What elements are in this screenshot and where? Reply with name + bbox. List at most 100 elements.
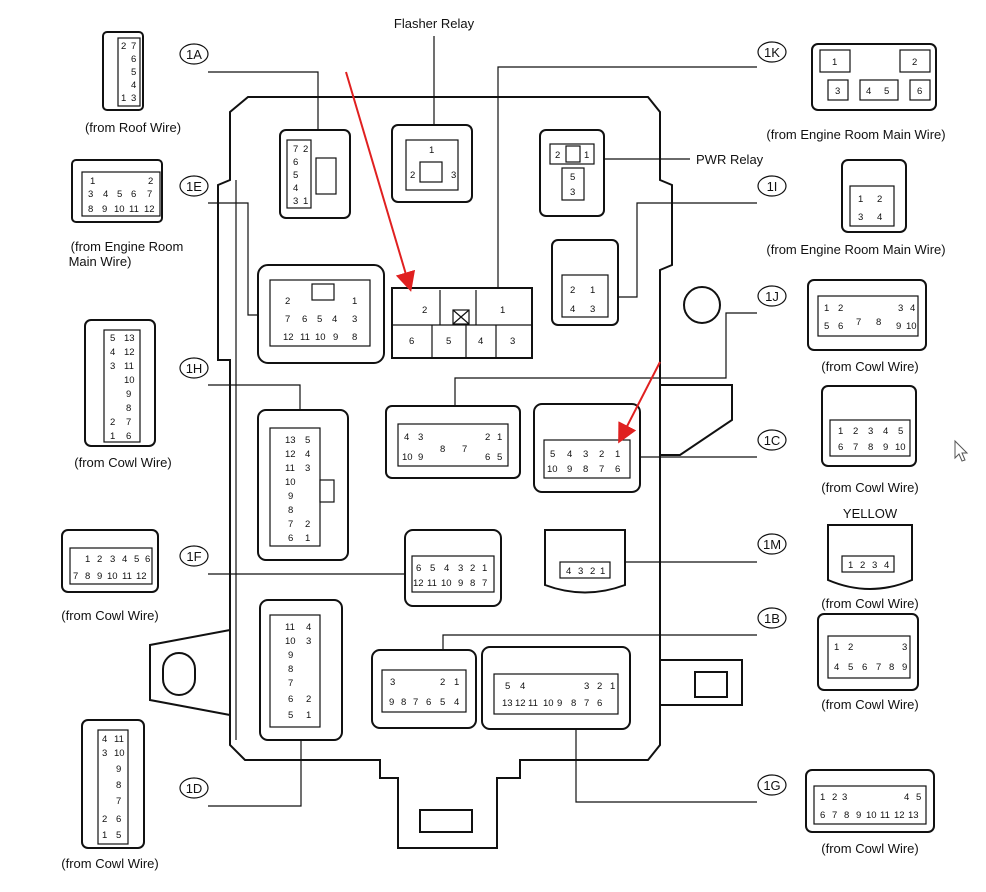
connector-1i-id: 1I	[757, 175, 787, 197]
red-arrows	[345, 71, 661, 444]
svg-text:4: 4	[102, 734, 107, 745]
svg-text:6: 6	[302, 314, 307, 325]
mouse-cursor-icon	[954, 439, 969, 462]
connector-1c-id: 1C	[757, 429, 787, 451]
connector-1c-source: (from Cowl Wire)	[821, 480, 919, 495]
svg-text:8: 8	[116, 780, 121, 791]
connector-1j-source: (from Cowl Wire)	[821, 359, 919, 374]
svg-text:6: 6	[293, 157, 298, 168]
svg-text:4: 4	[883, 426, 888, 437]
svg-text:2: 2	[570, 285, 575, 296]
svg-text:8: 8	[85, 571, 90, 582]
connector-1c-id-text: 1C	[764, 433, 781, 448]
svg-text:2: 2	[148, 176, 153, 187]
svg-text:5: 5	[293, 170, 298, 181]
svg-text:8: 8	[868, 442, 873, 453]
svg-text:6: 6	[416, 563, 421, 574]
svg-text:5: 5	[884, 86, 889, 97]
svg-text:1: 1	[306, 710, 311, 721]
svg-text:1: 1	[600, 566, 605, 577]
svg-text:2: 2	[97, 554, 102, 565]
svg-text:3: 3	[451, 170, 456, 181]
connector-1i-source: (from Engine Room Main Wire)	[766, 242, 945, 257]
connector-1g-id: 1G	[757, 774, 787, 796]
svg-text:11: 11	[285, 463, 295, 474]
svg-text:4: 4	[884, 560, 889, 571]
svg-text:2: 2	[121, 41, 126, 52]
svg-text:11: 11	[114, 734, 124, 745]
svg-text:11: 11	[528, 698, 538, 709]
svg-text:7: 7	[599, 464, 604, 475]
svg-text:7: 7	[73, 571, 78, 582]
connector-1m-id-text: 1M	[763, 537, 781, 552]
svg-text:7: 7	[876, 662, 881, 673]
connector-1f-source: (from Cowl Wire)	[61, 608, 159, 623]
svg-text:9: 9	[896, 321, 901, 332]
svg-text:7: 7	[147, 189, 152, 200]
junction-block-housing	[149, 96, 743, 849]
svg-text:6: 6	[131, 189, 136, 200]
svg-text:4: 4	[404, 432, 409, 443]
svg-text:5: 5	[110, 333, 115, 344]
svg-text:1: 1	[85, 554, 90, 565]
svg-text:5: 5	[305, 435, 310, 446]
svg-text:2: 2	[838, 303, 843, 314]
svg-text:5: 5	[505, 681, 510, 692]
svg-text:4: 4	[444, 563, 449, 574]
svg-text:11: 11	[427, 578, 437, 589]
svg-text:3: 3	[131, 93, 136, 104]
svg-text:4: 4	[103, 189, 108, 200]
yellow-label: YELLOW	[843, 506, 898, 521]
svg-text:1: 1	[615, 449, 620, 460]
flasher-relay-label: Flasher Relay	[394, 16, 475, 31]
svg-text:8: 8	[352, 332, 357, 343]
connector-1j-id: 1J	[757, 285, 787, 307]
svg-text:3: 3	[390, 677, 395, 688]
svg-text:1: 1	[824, 303, 829, 314]
svg-text:1: 1	[858, 194, 863, 205]
svg-text:8: 8	[401, 697, 406, 708]
connector-1h-source: (from Cowl Wire)	[74, 455, 172, 470]
svg-text:6: 6	[145, 554, 150, 565]
svg-text:3: 3	[352, 314, 357, 325]
svg-text:10: 10	[285, 477, 296, 488]
connector-1k-source: (from Engine Room Main Wire)	[766, 127, 945, 142]
svg-text:3: 3	[583, 449, 588, 460]
svg-text:3: 3	[110, 554, 115, 565]
svg-text:6: 6	[838, 442, 843, 453]
svg-text:8: 8	[876, 317, 881, 328]
svg-text:5: 5	[446, 336, 451, 347]
svg-text:7: 7	[293, 144, 298, 155]
connector-1k-id: 1K	[757, 41, 787, 63]
svg-text:2: 2	[860, 560, 865, 571]
svg-text:3: 3	[306, 636, 311, 647]
svg-text:7: 7	[584, 698, 589, 709]
connector-1a-id: 1A	[179, 43, 209, 65]
svg-text:2: 2	[303, 144, 308, 155]
svg-text:12: 12	[136, 571, 147, 582]
svg-text:2: 2	[853, 426, 858, 437]
svg-text:9: 9	[288, 491, 293, 502]
svg-text:7: 7	[462, 444, 467, 455]
svg-text:3: 3	[578, 566, 583, 577]
svg-text:5: 5	[898, 426, 903, 437]
svg-text:5: 5	[848, 662, 853, 673]
connector-1m-source: (from Cowl Wire)	[821, 596, 919, 611]
svg-text:1: 1	[832, 57, 837, 68]
svg-text:7: 7	[116, 796, 121, 807]
connector-1e-source-line2: Main Wire)	[69, 254, 132, 269]
svg-text:5: 5	[116, 830, 121, 841]
svg-text:8: 8	[288, 505, 293, 516]
svg-text:13: 13	[285, 435, 296, 446]
svg-text:12: 12	[894, 810, 905, 821]
svg-text:6: 6	[131, 54, 136, 65]
svg-text:6: 6	[615, 464, 620, 475]
pwr-relay-socket: 2 1 5 3	[539, 129, 605, 217]
svg-text:4: 4	[877, 212, 882, 223]
svg-text:3: 3	[293, 196, 298, 207]
